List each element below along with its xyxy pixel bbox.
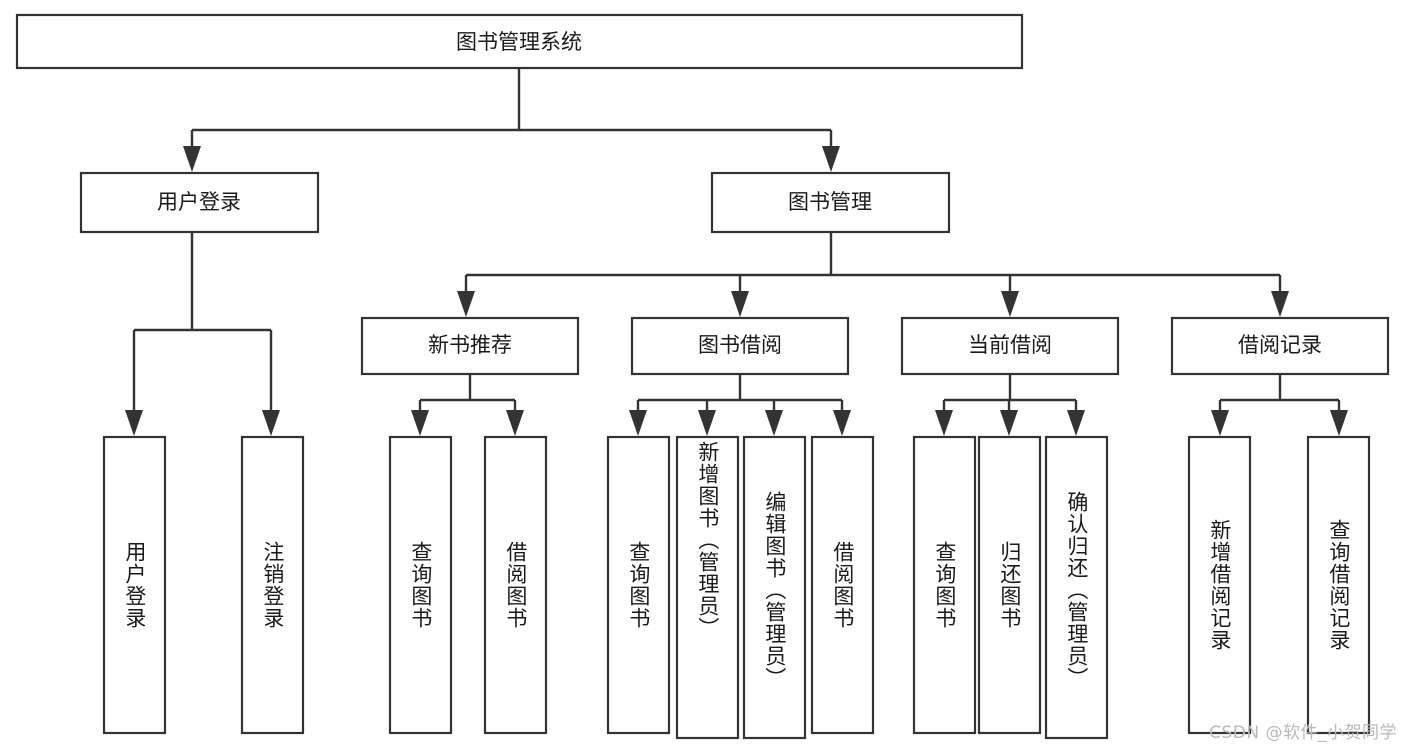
connector-group-root xyxy=(183,69,840,172)
node-book-manage-box[interactable] xyxy=(710,171,951,234)
node-root-label: 图书管理系统 xyxy=(456,30,582,54)
arrow-leaf-bb-4 xyxy=(833,410,851,436)
arrow-leaf-cb-1 xyxy=(935,410,953,436)
node-borrow-record[interactable]: 借阅记录 xyxy=(1170,316,1390,376)
connector-group-borrow-record xyxy=(1211,375,1348,436)
node-current-borrow-box[interactable] xyxy=(900,316,1120,376)
node-user-login[interactable]: 用户登录 xyxy=(79,171,320,234)
node-book-manage[interactable]: 图书管理 xyxy=(710,171,951,234)
node-current-borrow-label: 当前借阅 xyxy=(968,333,1052,357)
arrow-leaf-bb-1 xyxy=(629,410,647,436)
node-new-book-rec-box[interactable] xyxy=(360,316,580,376)
leaf-box-borrow-record-2[interactable] xyxy=(1306,435,1371,735)
arrow-leaf-br-2 xyxy=(1330,410,1348,436)
arrow-leaf-cb-3 xyxy=(1067,410,1085,436)
node-borrow-record-box[interactable] xyxy=(1170,316,1390,376)
leaf-box-current-borrow-2[interactable] xyxy=(977,435,1042,735)
leaf-box-borrow-record-1[interactable] xyxy=(1187,435,1252,735)
csdn-watermark: CSDN @软件_小贺同学 xyxy=(1209,723,1397,743)
leaf-box-current-borrow-3[interactable] xyxy=(1044,435,1109,740)
connector-group-new-book-rec xyxy=(411,375,524,436)
node-root-box[interactable] xyxy=(15,13,1024,70)
arrow-leaf-nbr-1 xyxy=(411,410,429,436)
leaf-box-book-borrow-4[interactable] xyxy=(810,435,875,735)
node-book-borrow-box[interactable] xyxy=(630,316,850,376)
node-book-borrow-label: 图书借阅 xyxy=(698,333,782,357)
connector-group-book-borrow xyxy=(629,375,851,436)
connector-group-book-manage xyxy=(457,233,1289,317)
node-borrow-record-label: 借阅记录 xyxy=(1238,333,1322,357)
node-book-manage-label: 图书管理 xyxy=(788,190,872,214)
connector-group-current-borrow xyxy=(935,375,1085,436)
arrow-leaf-br-1 xyxy=(1211,410,1229,436)
leaf-box-new-book-rec-2[interactable] xyxy=(483,435,548,735)
node-book-borrow[interactable]: 图书借阅 xyxy=(630,316,850,376)
leaf-box-user-login-1[interactable] xyxy=(102,435,167,735)
leaf-box-user-login-2[interactable] xyxy=(240,435,305,735)
connector-group-user-login xyxy=(125,233,280,436)
leaf-box-book-borrow-1[interactable] xyxy=(606,435,671,735)
arrow-leaf-bb-2 xyxy=(698,410,716,436)
node-new-book-rec[interactable]: 新书推荐 xyxy=(360,316,580,376)
leaf-box-new-book-rec-1[interactable] xyxy=(388,435,453,735)
node-user-login-label: 用户登录 xyxy=(157,190,241,214)
arrow-to-new-book-rec xyxy=(457,291,475,317)
arrow-leaf-cb-2 xyxy=(1000,410,1018,436)
node-new-book-rec-label: 新书推荐 xyxy=(428,333,512,357)
arrow-to-current-borrow xyxy=(1001,291,1019,317)
arrow-leaf-bb-3 xyxy=(765,410,783,436)
arrow-leaf-nbr-2 xyxy=(506,410,524,436)
leaf-box-book-borrow-2[interactable] xyxy=(675,435,740,740)
arrow-to-book-manage xyxy=(822,146,840,172)
node-root[interactable]: 图书管理系统 xyxy=(15,13,1024,70)
arrow-leaf-user-login-1 xyxy=(125,410,143,436)
arrow-leaf-user-login-2 xyxy=(262,410,280,436)
arrow-to-book-borrow xyxy=(731,291,749,317)
node-current-borrow[interactable]: 当前借阅 xyxy=(900,316,1120,376)
arrow-to-user-login xyxy=(183,146,201,172)
leaf-box-current-borrow-1[interactable] xyxy=(912,435,977,735)
node-user-login-box[interactable] xyxy=(79,171,320,234)
arrow-to-borrow-record xyxy=(1271,291,1289,317)
leaf-box-book-borrow-3[interactable] xyxy=(742,435,807,740)
